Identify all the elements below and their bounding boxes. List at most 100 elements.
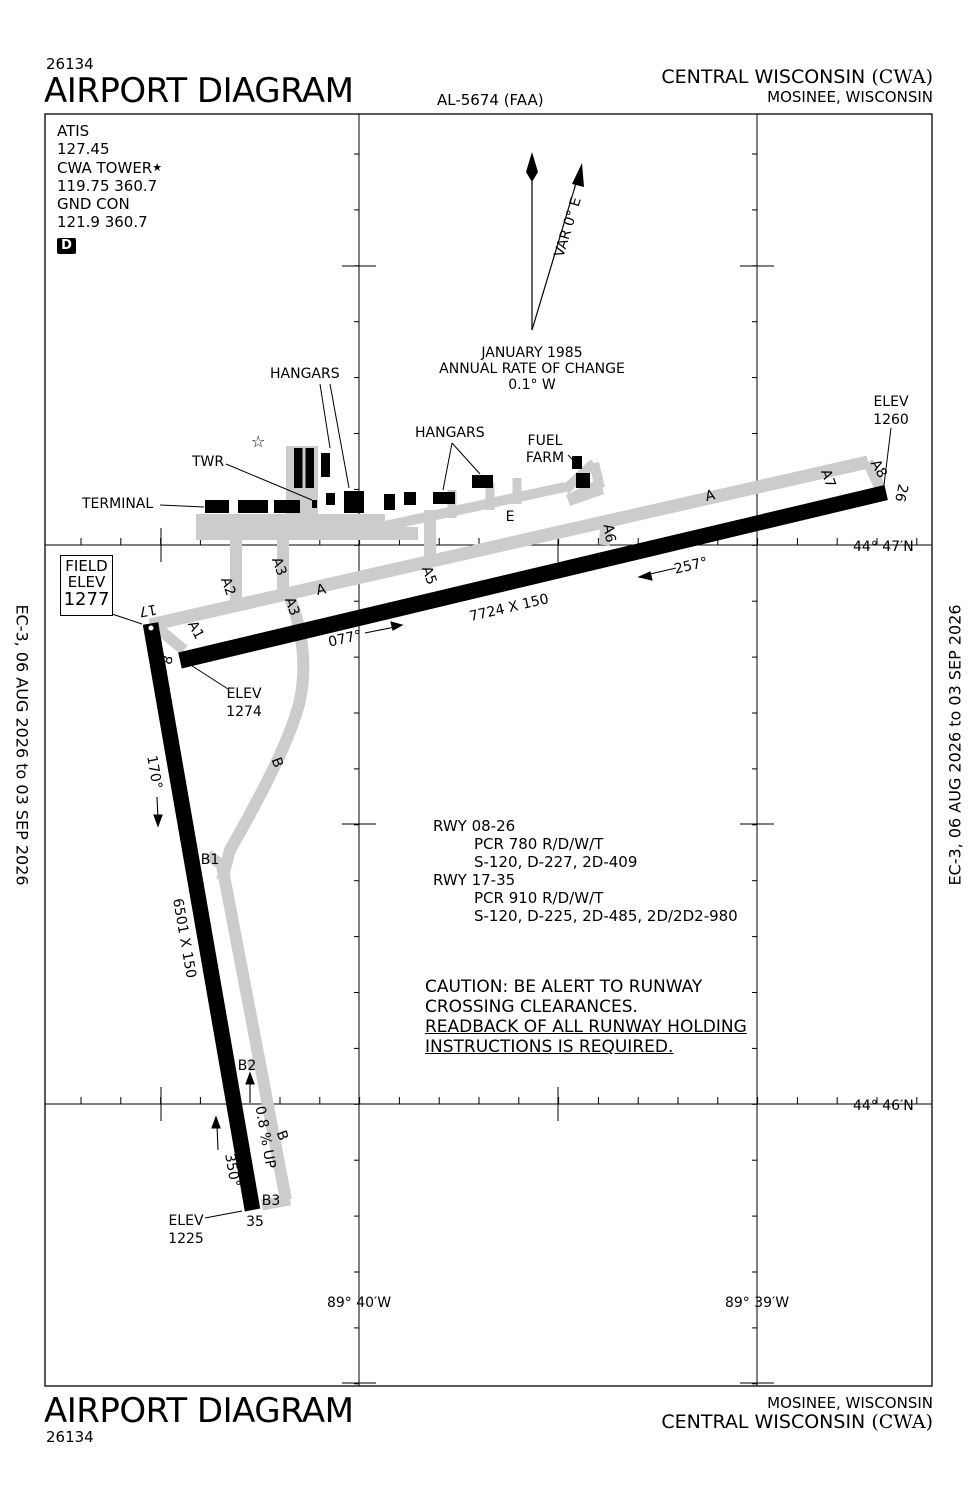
hangar-building [384, 494, 395, 510]
weight-bearing: S-120, D-227, 2D-409 [474, 853, 638, 871]
star-icon: ☆ [251, 432, 265, 451]
runway-end-8: 8 [159, 654, 177, 666]
control-tower [312, 500, 317, 508]
pcr-value: PCR 910 R/D/W/T [474, 889, 604, 907]
comms-panel: ATIS 127.45 CWA TOWER★ 119.75 360.7 GND … [57, 122, 162, 232]
arrowhead-icon [211, 1115, 221, 1129]
runway-end-35: 35 [246, 1214, 264, 1230]
taxiway-b1 [204, 850, 226, 870]
leader-line [567, 454, 574, 461]
atis-label: ATIS [57, 122, 90, 140]
taxiway-a8 [863, 459, 885, 491]
elevation-label: ELEV [168, 1213, 203, 1229]
tower-frequency: 119.75 360.7 [57, 176, 158, 195]
elevation-value: 1225 [168, 1231, 204, 1247]
pavement-data: RWY 08-26 PCR 780 R/D/W/T S-120, D-227, … [433, 817, 738, 925]
fuel-tank [572, 456, 582, 469]
runway-end-26: 26 [891, 482, 911, 503]
runway-heading-077: 077° [327, 628, 363, 651]
caution-line: INSTRUCTIONS IS REQUIRED. [425, 1037, 674, 1057]
airport-name-bottom: CENTRAL WISCONSIN (CWA) [661, 1412, 933, 1433]
magnetic-north-line [531, 169, 581, 331]
magnetic-date: JANUARY 1985 [480, 345, 582, 361]
taxiway-a [148, 455, 870, 632]
hangar-building [321, 453, 330, 477]
longitude-label-east: 89° 39′W [725, 1295, 789, 1311]
runway-heading-170: 170° [143, 754, 165, 790]
arrowhead-icon [637, 571, 653, 581]
taxiway-a1 [156, 625, 188, 655]
atis-frequency: 127.45 [57, 140, 110, 159]
hangar-building [344, 491, 364, 513]
fuel-farm-apron [566, 478, 604, 506]
ground-frequency: 121.9 360.7 [57, 213, 148, 232]
leader-line [204, 1210, 243, 1219]
taxiway-label-a3: A3 [268, 555, 289, 578]
heading-arrow-077 [364, 626, 396, 634]
arrowhead-icon [153, 814, 163, 828]
hangar-building [472, 475, 493, 488]
field-elev-label: ELEV [67, 573, 106, 591]
taxiway-label-a: A [704, 487, 717, 505]
tower-label: CWA TOWER★ [57, 159, 162, 177]
elevation-label: ELEV [226, 686, 261, 702]
elevation-value: 1274 [226, 704, 262, 720]
chart-title-top: AIRPORT DIAGRAM [44, 71, 354, 111]
taxiway-a6 [598, 523, 612, 546]
tower-name: CWA TOWER [57, 158, 153, 177]
runway-heading-257: 257° [673, 555, 709, 578]
runway-end-17: 17 [138, 601, 158, 620]
leader-line [329, 383, 350, 489]
airport-name-top: CENTRAL WISCONSIN (CWA) [661, 67, 933, 88]
taxiway-label-a1: A1 [184, 618, 207, 642]
hangar-building [404, 492, 416, 505]
taxiway-label-b3: B3 [262, 1193, 281, 1209]
taxiway-label-b2: B2 [238, 1058, 257, 1074]
airport-name: CENTRAL WISCONSIN [661, 1411, 866, 1433]
weight-bearing: S-120, D-225, 2D-485, 2D/2D2-980 [474, 907, 738, 925]
caution-line: CAUTION: BE ALERT TO RUNWAY [425, 977, 703, 997]
leader-line [442, 442, 453, 491]
chart-number-bottom: 26134 [46, 1428, 94, 1446]
airspace-class-badge: D [57, 238, 76, 254]
leader-line [319, 383, 331, 449]
pcr-runway-label: RWY 08-26 [433, 817, 516, 835]
magnetic-north-arrow-icon [572, 163, 584, 187]
caution-line: CROSSING CLEARANCES. [425, 997, 638, 1017]
taxiway-label-a7: A7 [817, 467, 838, 490]
heading-arrow-350 [216, 1124, 219, 1151]
field-elev-value: 1277 [63, 589, 110, 610]
elevation-value: 1260 [873, 412, 909, 428]
taxiway-b2 [246, 1057, 262, 1072]
terminal-building [205, 500, 229, 513]
leader-line [111, 613, 143, 625]
airport-reference-point [148, 625, 154, 631]
chart-title-bottom: AIRPORT DIAGRAM [44, 1391, 354, 1431]
taxiway-label-b1: B1 [201, 852, 220, 868]
taxiway-label-b: B [268, 755, 286, 770]
terminal-building [238, 500, 268, 513]
taxiway-label-a: A [315, 581, 328, 599]
elevation-label: ELEV [873, 394, 908, 410]
north-arrows [526, 152, 584, 331]
chart-number-top: 26134 [46, 55, 94, 73]
longitude-label-west: 89° 40′W [327, 1295, 391, 1311]
leader-line [185, 661, 229, 690]
buildings [205, 448, 590, 513]
runway-heading-350: 350° [221, 1152, 243, 1188]
caution-note: CAUTION: BE ALERT TO RUNWAY CROSSING CLE… [425, 977, 747, 1057]
leader-line [451, 442, 481, 475]
minor-ticks [80, 153, 918, 1385]
terminal-label: TERMINAL [81, 496, 153, 512]
field-elevation-box: FIELD ELEV 1277 [60, 555, 113, 616]
taxiway-label-a3: A3 [281, 595, 302, 618]
taxiway-label-a6: A6 [599, 523, 618, 544]
leader-line [159, 504, 205, 508]
pcr-value: PCR 780 R/D/W/T [474, 835, 604, 853]
rate-of-change-value: 0.1° W [508, 377, 556, 393]
field-elev-label: FIELD [65, 557, 108, 575]
runway-17-35 [142, 622, 261, 1212]
location-bottom: MOSINEE, WISCONSIN [767, 1394, 933, 1412]
terminal-apron [196, 514, 418, 540]
building [326, 493, 335, 505]
